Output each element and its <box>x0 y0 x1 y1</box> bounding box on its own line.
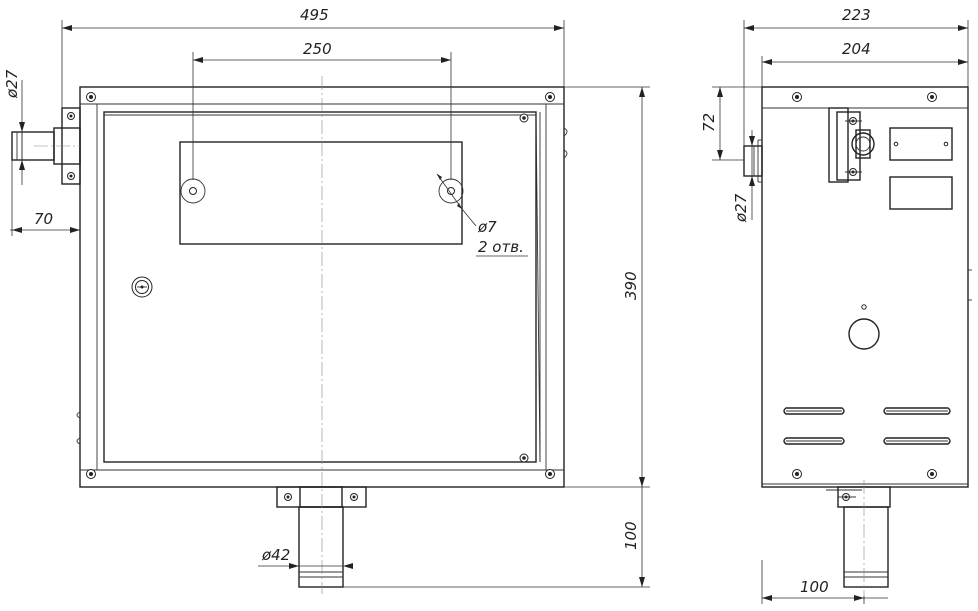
side-view <box>743 86 972 600</box>
dim-bottom-pipe-diameter: ø42 <box>261 546 290 564</box>
side-view-pipe-bottom <box>826 486 891 588</box>
side-nameplate-top <box>889 127 953 161</box>
side-dimensions <box>712 20 969 604</box>
side-vents <box>783 407 951 445</box>
dim-hole-count: 2 отв. <box>478 238 524 256</box>
dim-bottom-pipe-length: 100 <box>622 521 640 550</box>
dim-side-pipe-height: 72 <box>700 113 718 132</box>
side-view-pipe-left <box>743 139 763 183</box>
door-lock-icon <box>131 276 153 298</box>
side-clamp-bracket <box>828 107 875 183</box>
side-body <box>761 86 969 488</box>
front-mounting-plate <box>179 141 463 245</box>
front-door-panel <box>103 111 537 463</box>
front-bottom-pipe <box>276 486 367 588</box>
dim-side-pipe-offset: 70 <box>34 210 53 228</box>
dim-body-depth: 204 <box>842 40 871 58</box>
dim-hole-diameter: ø7 <box>477 218 497 236</box>
side-nameplate-bottom <box>889 176 953 210</box>
dim-overall-width: 495 <box>300 6 329 24</box>
dim-side-pipe-diameter: ø27 <box>3 69 21 99</box>
dim-hole-spacing: 250 <box>303 40 332 58</box>
front-view <box>11 76 568 594</box>
dim-overall-height: 390 <box>622 271 640 300</box>
front-dimensions <box>10 20 650 588</box>
dim-side-pipe-bottom-offset: 100 <box>800 578 829 596</box>
side-round-hole <box>848 318 880 350</box>
dim-side-pipe-diameter-side: ø27 <box>732 193 750 223</box>
corner-screws-front <box>86 92 555 479</box>
dim-overall-depth: 223 <box>842 6 871 24</box>
